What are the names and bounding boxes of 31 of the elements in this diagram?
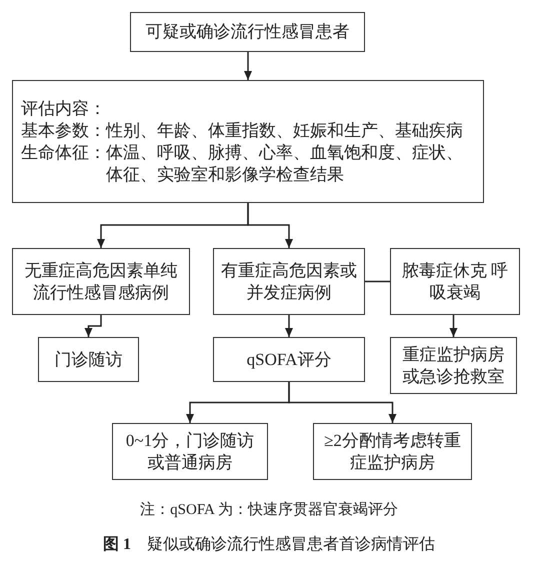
figure-caption: 图 1 疑似或确诊流行性感冒患者首诊病情评估 <box>103 534 435 555</box>
arrow <box>450 315 458 337</box>
box-text: qSOFA评分 <box>246 348 332 370</box>
box-text: 重症监护病房或急诊抢救室 <box>402 344 506 388</box>
box-text: 脓毒症休克 呼吸衰竭 <box>400 260 510 304</box>
process-box <box>38 337 139 382</box>
process-box <box>390 248 520 315</box>
process-box <box>12 80 484 203</box>
box-text: 生命体征：体温、呼吸、脉搏、心率、血氧饱和度、症状、体征、实验室和影像学检查结果 <box>21 142 464 186</box>
connector-line <box>365 280 390 282</box>
process-box <box>12 248 190 315</box>
box-text: 评估内容： <box>21 98 106 120</box>
note: 注：qSOFA 为：快速序贯器官衰竭评分 <box>140 500 398 519</box>
process-box <box>390 337 517 394</box>
process-box <box>313 423 472 480</box>
arrow <box>288 382 396 423</box>
box-text: ≥2分酌情考虑转重症监护病房 <box>323 430 462 474</box>
box-text: 0~1分，门诊随访或普通病房 <box>124 430 256 474</box>
arrow <box>84 315 102 337</box>
box-text: 基本参数：性别、年龄、体重指数、妊娠和生产、基础疾病 <box>21 120 463 142</box>
box-text: 门诊随访 <box>54 348 122 370</box>
box-text: 有重症高危因素或并发症病例 <box>220 260 358 304</box>
process-box <box>130 12 365 52</box>
arrow <box>247 203 293 248</box>
arrow <box>285 315 293 337</box>
process-box <box>213 337 365 382</box>
process-box <box>213 248 365 315</box>
box-text: 可疑或确诊流行性感冒患者 <box>146 21 350 43</box>
box-text: 无重症高危因素单纯流行性感冒感病例 <box>24 260 178 304</box>
process-box <box>112 423 268 480</box>
arrow <box>244 52 252 80</box>
